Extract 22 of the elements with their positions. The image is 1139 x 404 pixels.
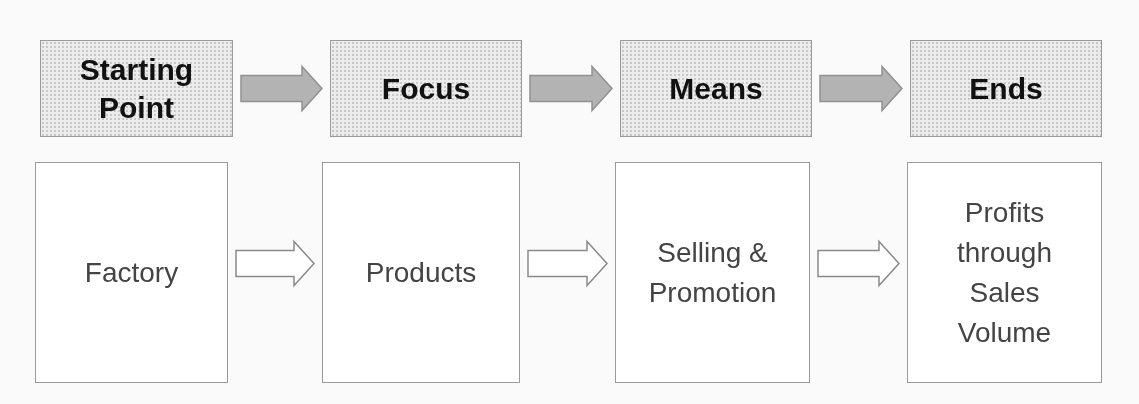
block-arrow xyxy=(527,239,608,288)
stage-text: Profits through Sales Volume xyxy=(956,195,1053,350)
stage-text: Factory xyxy=(83,255,180,290)
stage-heading: Means xyxy=(668,70,764,107)
content-box xyxy=(322,162,520,383)
stage-heading: Ends xyxy=(968,70,1044,107)
header-box xyxy=(910,40,1102,137)
content-box xyxy=(615,162,810,383)
header-box xyxy=(620,40,812,137)
stage-text: Products xyxy=(364,255,478,290)
block-arrow xyxy=(817,239,900,288)
header-box xyxy=(330,40,522,137)
block-arrow xyxy=(529,64,613,113)
stage-heading: Starting Point xyxy=(78,51,195,126)
block-arrow xyxy=(240,64,323,113)
block-arrow xyxy=(235,239,315,288)
stage-heading: Focus xyxy=(380,70,472,107)
header-box xyxy=(40,40,233,137)
stage-text: Selling & Promotion xyxy=(647,235,778,310)
content-box xyxy=(35,162,228,383)
block-arrow xyxy=(819,64,903,113)
content-box xyxy=(907,162,1102,383)
